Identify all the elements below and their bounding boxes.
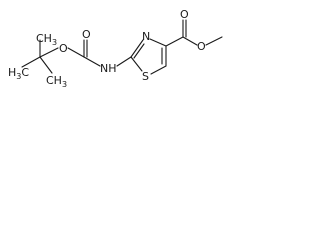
bond-c2-n [130,39,144,58]
bond-n-c4 [149,38,167,47]
atom-o-ester-methyl: O [197,40,206,53]
bond-c4-cester [165,36,184,47]
bond-cq-ch3bottom [39,56,53,74]
bond-o-ccarbonyl [67,47,85,58]
atom-o-boc-carbonyl: O [82,28,91,41]
atom-o-boc-ester: O [59,42,68,55]
bond-cester-o [182,36,198,46]
thiazole-ring-bonds [130,38,167,75]
atom-s-ring: S [142,70,149,83]
bond-nh-c2 [116,56,132,67]
bond-cq-o [39,47,59,58]
atom-h3c-mid: H3C [8,66,29,81]
atom-nh: NH [100,62,117,75]
chemical-structure-diagram: CH3 H3C CH3 O O NH N S O O [8,8,223,89]
carbamate-bonds [67,39,132,67]
bond-cq-h3c [21,56,41,68]
atom-labels: CH3 H3C CH3 O O NH N S O O [8,8,206,89]
bond-c-nh [83,56,101,67]
atom-o-ester-carbonyl: O [180,8,189,21]
tert-butyl-bonds [21,39,59,74]
bond-c5-s [150,65,167,75]
atom-n-ring: N [142,30,150,43]
bond-s-c2 [130,56,143,72]
methyl-ester-bonds [165,19,223,47]
atom-ch3-bottom: CH3 [46,74,67,89]
structure-canvas: CH3 H3C CH3 O O NH N S O O [0,0,233,112]
atom-ch3-top: CH3 [36,32,57,47]
bond-c2-n-double [133,43,145,59]
bond-o-methyl [205,36,223,46]
